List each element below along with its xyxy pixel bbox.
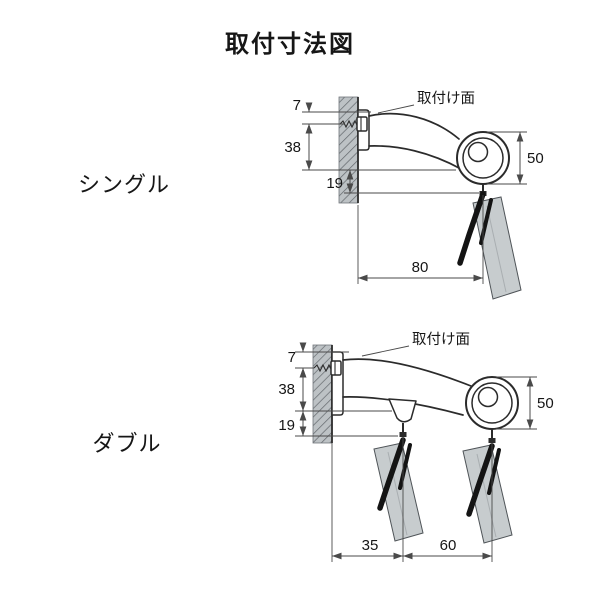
dim-7-label: 7 (293, 97, 301, 114)
mounting-screw-head (356, 116, 368, 132)
curtain-hook (377, 437, 406, 511)
bracket-arm-bottom (368, 145, 462, 170)
dimension-60-double: 60 (403, 537, 492, 560)
curtain-fold-line (387, 451, 408, 536)
dimension-50-single: 50 (516, 132, 544, 184)
dimension-38-single: 38 (284, 124, 313, 170)
double-extension-lines (295, 351, 537, 562)
dim-35-label: 35 (362, 537, 379, 554)
surface-label: 取付け面 (412, 331, 470, 348)
curtain-panel (472, 196, 522, 300)
dim-19-label: 19 (278, 417, 295, 434)
curtain-hook-secondary (487, 448, 501, 495)
ring-detail (467, 141, 489, 163)
curtain-hook (457, 191, 486, 266)
surface-leader-line (377, 104, 415, 114)
rail-ring-single (456, 131, 510, 196)
bracket-double (313, 351, 472, 437)
rail-ring-double (465, 376, 519, 443)
dim-50-label: 50 (537, 395, 554, 412)
bracket-arm-top (368, 112, 460, 140)
hanger-block (399, 432, 407, 437)
curtain-double-near (373, 437, 424, 542)
runner-block (488, 438, 496, 443)
dimension-19-double: 19 (278, 411, 307, 436)
wall-hatch (312, 344, 333, 444)
surface-note-double: 取付け面 (361, 331, 470, 357)
dim-50-label: 50 (527, 150, 544, 167)
dimension-19-single: 19 (326, 170, 354, 193)
dim-80-label: 80 (412, 259, 429, 276)
ring-outer (465, 376, 519, 430)
ring-inner (462, 137, 504, 179)
curtain-panel (373, 442, 424, 542)
mounting-screw-head (330, 360, 342, 376)
dim-60-label: 60 (440, 537, 457, 554)
single-section-label: シングル (78, 172, 170, 197)
diagram-title: 取付寸法図 (225, 31, 355, 58)
single-section: シングル (78, 90, 544, 300)
curtain-hook-secondary (398, 443, 412, 490)
double-section: ダブル (92, 331, 554, 562)
dimension-7-single: 7 (293, 97, 313, 134)
dimension-50-double: 50 (526, 377, 554, 429)
inner-rail-hanger (388, 398, 417, 423)
surface-label: 取付け面 (417, 90, 475, 107)
double-section-label: ダブル (92, 431, 161, 456)
surface-note-single: 取付け面 (377, 90, 475, 114)
wall-double (312, 344, 333, 444)
dim-38-label: 38 (284, 139, 301, 156)
surface-leader-line (361, 345, 410, 357)
curtain-hook (466, 443, 495, 517)
dimension-80-single: 80 (358, 259, 483, 282)
dimension-38-double: 38 (278, 368, 307, 411)
curtain-fold-line (476, 453, 497, 538)
curtain-fold-line (486, 205, 507, 293)
bracket-single (339, 109, 462, 170)
dimension-35-double: 35 (332, 537, 403, 560)
dimension-7-double: 7 (288, 342, 307, 378)
dim-7-label: 7 (288, 349, 296, 366)
ring-outer (456, 131, 510, 185)
bracket-arm-top (342, 358, 472, 387)
dim-38-label: 38 (278, 381, 295, 398)
ring-detail (477, 386, 499, 408)
curtain-single (457, 191, 522, 300)
curtain-double-far (462, 443, 513, 544)
ring-inner (471, 382, 513, 424)
dim-19-label: 19 (326, 175, 343, 192)
